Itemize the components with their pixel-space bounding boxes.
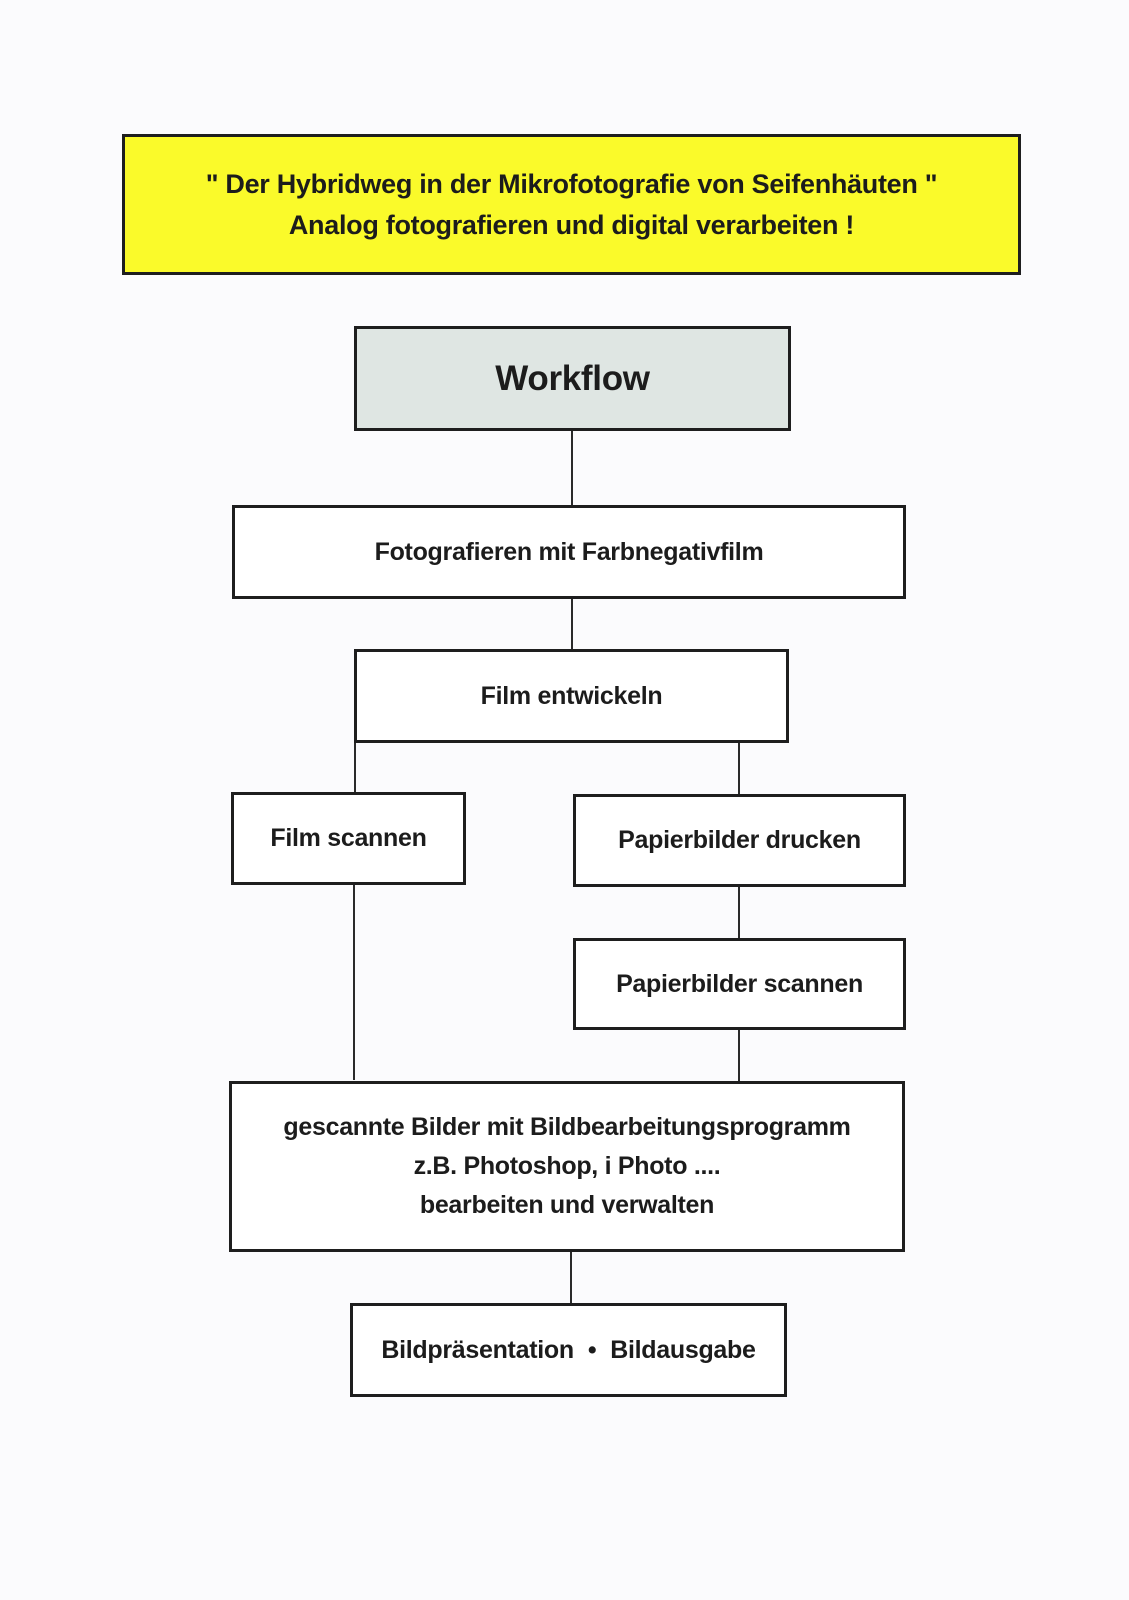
connector-scan-photos-edit <box>738 1029 740 1081</box>
step-output-box: Bildpräsentation • Bildausgabe <box>350 1303 787 1397</box>
workflow-heading-box: Workflow <box>354 326 791 431</box>
step-scan-film-label: Film scannen <box>270 824 427 852</box>
step-print-photos-label: Papierbilder drucken <box>618 826 861 854</box>
workflow-heading: Workflow <box>495 358 650 398</box>
connector-scan-film-edit <box>353 884 355 1080</box>
step-print-photos-box: Papierbilder drucken <box>573 794 906 887</box>
step-scan-film-box: Film scannen <box>231 792 466 885</box>
step-shoot-label: Fotografieren mit Farbnegativfilm <box>374 537 764 566</box>
step-edit-box: gescannte Bilder mit Bildbearbeitungspro… <box>229 1081 905 1252</box>
connector-print-scan-photos <box>738 886 740 938</box>
connector-workflow-shoot <box>571 431 573 505</box>
step-develop-label: Film entwickeln <box>480 681 663 710</box>
step-scan-photos-label: Papierbilder scannen <box>616 969 863 998</box>
connector-develop-scan-film <box>354 742 356 792</box>
connector-develop-print-photos <box>738 742 740 794</box>
step-output-presentation: Bildpräsentation <box>381 1335 574 1364</box>
step-edit-line-2: z.B. Photoshop, i Photo .... <box>413 1152 721 1180</box>
step-scan-photos-box: Papierbilder scannen <box>573 938 906 1030</box>
bullet-separator: • <box>587 1335 597 1364</box>
title-line-2: Analog fotografieren und digital verarbe… <box>288 209 855 240</box>
step-edit-line-3: bearbeiten und verwalten <box>419 1191 715 1219</box>
step-edit-line-1: gescannte Bilder mit Bildbearbeitungspro… <box>283 1113 851 1141</box>
step-shoot-box: Fotografieren mit Farbnegativfilm <box>232 505 906 599</box>
step-output-print: Bildausgabe <box>610 1335 756 1364</box>
title-line-1: " Der Hybridweg in der Mikrofotografie v… <box>205 168 938 199</box>
title-banner: " Der Hybridweg in der Mikrofotografie v… <box>122 134 1021 275</box>
step-develop-box: Film entwickeln <box>354 649 789 743</box>
connector-edit-output <box>570 1251 572 1303</box>
connector-shoot-develop <box>571 598 573 649</box>
